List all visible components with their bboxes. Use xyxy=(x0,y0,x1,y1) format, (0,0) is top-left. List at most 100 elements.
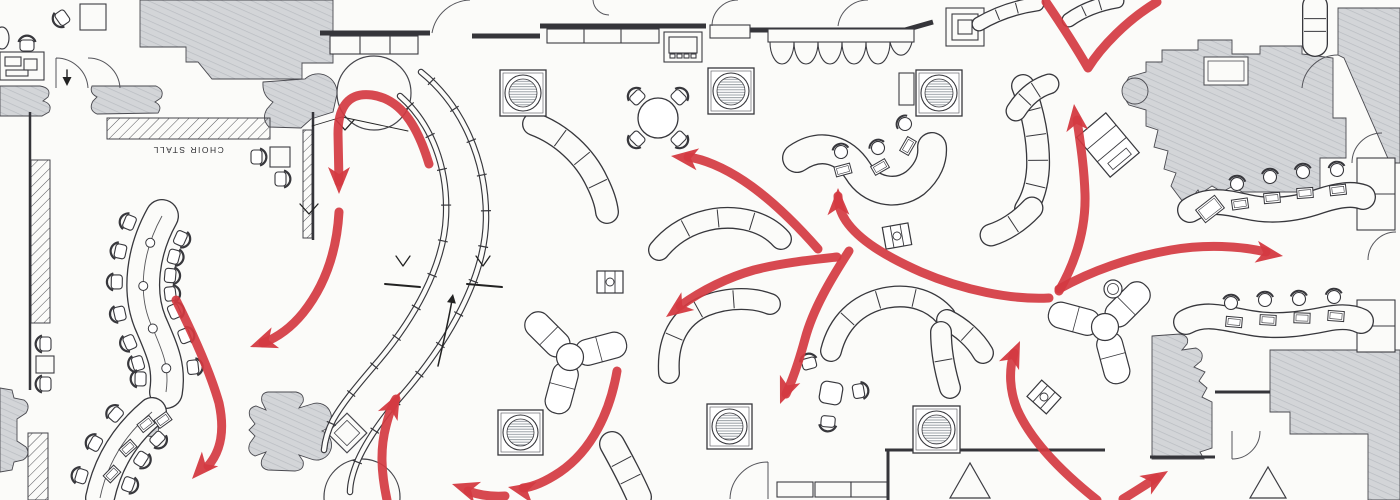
chair xyxy=(166,248,185,267)
flow-arrow-southeast-up-curve xyxy=(998,341,1102,500)
flow-arrow-stair-hook-down xyxy=(328,90,434,194)
chair xyxy=(133,450,152,470)
stool-chair xyxy=(1327,160,1346,178)
computer-screen xyxy=(1293,312,1311,324)
bench-5-leg xyxy=(979,196,1044,247)
column-planter xyxy=(707,67,755,115)
computer-screen xyxy=(102,464,122,484)
pier-halfround xyxy=(1121,77,1149,105)
stair-band-left-lower xyxy=(27,432,49,500)
bench-4-arm-a xyxy=(936,309,994,364)
computer-screen xyxy=(1327,309,1345,323)
pier-gothic-east xyxy=(1151,333,1213,460)
choir-stall-platform xyxy=(106,117,271,140)
stool-chair xyxy=(1256,290,1274,308)
computer-screen xyxy=(833,162,853,178)
stool-chair xyxy=(1289,289,1308,307)
plan-mark xyxy=(395,255,411,267)
skylight-triangle-2 xyxy=(1248,465,1288,499)
chair xyxy=(118,212,137,231)
computer-screen xyxy=(1263,191,1281,205)
chair xyxy=(105,272,123,292)
chair xyxy=(250,147,268,167)
vertical-bench-tr xyxy=(1302,0,1328,57)
book-cart xyxy=(596,270,624,294)
chair xyxy=(626,130,646,150)
flow-arrow-hub-to-infodesk xyxy=(827,188,1054,303)
pier-bottom-left xyxy=(0,387,29,473)
computer-screen xyxy=(1225,315,1243,329)
diagonal-bench-2 xyxy=(1005,73,1060,122)
wall-mass-bottom-right xyxy=(1269,349,1400,500)
plan-mark xyxy=(437,299,453,367)
bench-4-arm-b xyxy=(930,321,961,399)
wall-molding-left xyxy=(0,85,51,117)
chair xyxy=(274,169,292,189)
computer-screen xyxy=(1296,186,1314,200)
column-planter xyxy=(706,403,753,450)
furniture-seats-tables xyxy=(17,9,1348,495)
computer-screen xyxy=(1230,197,1250,211)
pier-gothic-center xyxy=(248,391,332,472)
flow-arrow-hub-south xyxy=(779,246,854,404)
flow-arrow-ramp-up xyxy=(377,392,401,500)
flow-arrow-choir-exit-curve xyxy=(250,207,344,349)
column-planter xyxy=(915,69,963,117)
plan-mark xyxy=(475,255,491,267)
flow-arrow-east-door-exit xyxy=(1054,240,1283,294)
chair xyxy=(51,9,71,29)
chair xyxy=(851,381,870,400)
chair xyxy=(818,415,838,433)
computer-screen xyxy=(1259,314,1277,326)
choir-stall-label: CHOIR STALL xyxy=(152,145,224,155)
display-book-table xyxy=(1075,112,1141,178)
flow-arrow-central-sweep-west xyxy=(508,366,622,500)
curved-bench-1 xyxy=(522,112,619,224)
round-stool xyxy=(1103,279,1123,299)
chair xyxy=(84,433,104,452)
wall-molding-center xyxy=(90,85,163,115)
lift-diamond xyxy=(326,412,368,454)
y-shaped-sofa xyxy=(1047,281,1151,385)
stool-chair xyxy=(1222,293,1241,311)
door-swings xyxy=(55,0,1397,500)
chair xyxy=(34,374,52,394)
plan-mark xyxy=(299,203,319,215)
arc-shelf-2 xyxy=(1061,0,1125,28)
y-shaped-sofa xyxy=(524,311,628,415)
computer-screen xyxy=(869,157,891,177)
chair xyxy=(149,430,169,450)
curved-bench-2 xyxy=(648,207,792,261)
chair xyxy=(121,476,140,495)
stool-chair xyxy=(1293,162,1312,180)
curved-bench-3 xyxy=(657,288,781,384)
arc-shelf-1 xyxy=(971,0,1045,32)
flow-arrow-west-aisle-down xyxy=(171,295,227,479)
book-cart xyxy=(1026,379,1062,415)
column-planter xyxy=(912,405,961,454)
grand-ramp xyxy=(320,68,491,496)
flow-arrow-northeast-up xyxy=(1054,104,1090,296)
flow-arrow-central-sweep-west-2 xyxy=(452,481,510,500)
chair xyxy=(70,465,89,485)
diagonal-bench-1 xyxy=(599,431,652,500)
study-table xyxy=(126,199,184,409)
chair xyxy=(670,130,690,150)
chair xyxy=(17,34,37,52)
round-table xyxy=(637,97,679,139)
chair xyxy=(119,334,138,353)
chair xyxy=(129,369,147,389)
computer-screen xyxy=(1328,183,1348,197)
curved-bench-4 xyxy=(820,285,956,362)
stair-band-left xyxy=(30,159,51,324)
computer-screen xyxy=(898,135,918,157)
stool-chair xyxy=(831,142,850,160)
column-planter xyxy=(497,409,544,456)
reception-desk xyxy=(782,132,948,206)
flow-arrows-overlay xyxy=(171,0,1283,500)
small-square-table xyxy=(818,380,844,406)
computer-desk-se xyxy=(1173,303,1374,339)
